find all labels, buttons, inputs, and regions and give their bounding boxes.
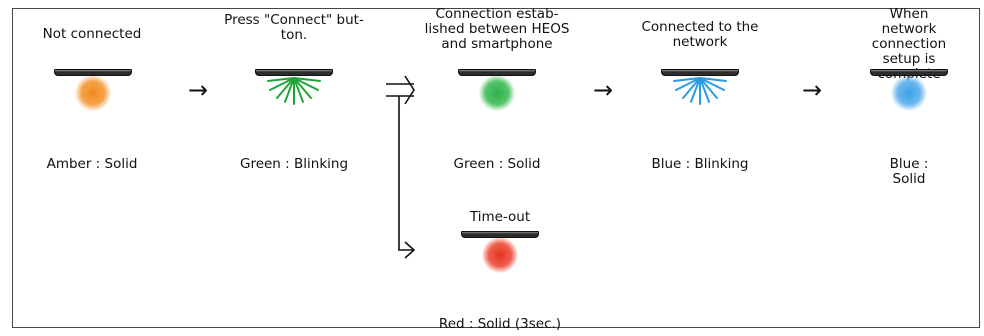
status-led-bar bbox=[461, 231, 539, 238]
status-led-bar bbox=[661, 69, 739, 76]
status-led-bar bbox=[870, 69, 948, 76]
diagram-frame bbox=[12, 8, 980, 328]
step-2-caption: Press "Connect" but- ton. bbox=[224, 12, 364, 43]
arrow-right-icon: → bbox=[187, 76, 209, 104]
step-3-status: Green : Solid bbox=[453, 156, 541, 172]
arrow-head-icon bbox=[404, 75, 415, 105]
arrow-right-icon: → bbox=[592, 76, 614, 104]
step-2-status: Green : Blinking bbox=[239, 156, 349, 172]
status-led-bar bbox=[255, 69, 333, 76]
step-5-status: Blue : Solid bbox=[889, 156, 929, 187]
step-1-status: Amber : Solid bbox=[46, 156, 138, 172]
status-led-bar bbox=[458, 69, 536, 76]
blue-blinking-rays bbox=[673, 77, 727, 105]
amber-light-glow bbox=[75, 75, 111, 111]
step-4-status: Blue : Blinking bbox=[651, 156, 749, 172]
status-led-bar bbox=[54, 69, 132, 76]
step-4-caption: Connected to the network bbox=[641, 19, 759, 50]
step-1-caption: Not connected bbox=[42, 26, 142, 42]
green-light-glow bbox=[479, 75, 515, 111]
blue-light-glow bbox=[891, 75, 927, 111]
branch-lower-line bbox=[398, 96, 414, 251]
step-3-caption: Connection estab- lished between HEOS an… bbox=[424, 6, 570, 52]
arrow-right-icon: → bbox=[801, 76, 823, 104]
timeout-caption: Time-out bbox=[469, 209, 531, 225]
red-light-glow bbox=[482, 237, 518, 273]
arrow-head-icon bbox=[404, 241, 416, 259]
timeout-status: Red : Solid (3sec.) bbox=[438, 316, 562, 332]
green-blinking-rays bbox=[267, 77, 321, 105]
